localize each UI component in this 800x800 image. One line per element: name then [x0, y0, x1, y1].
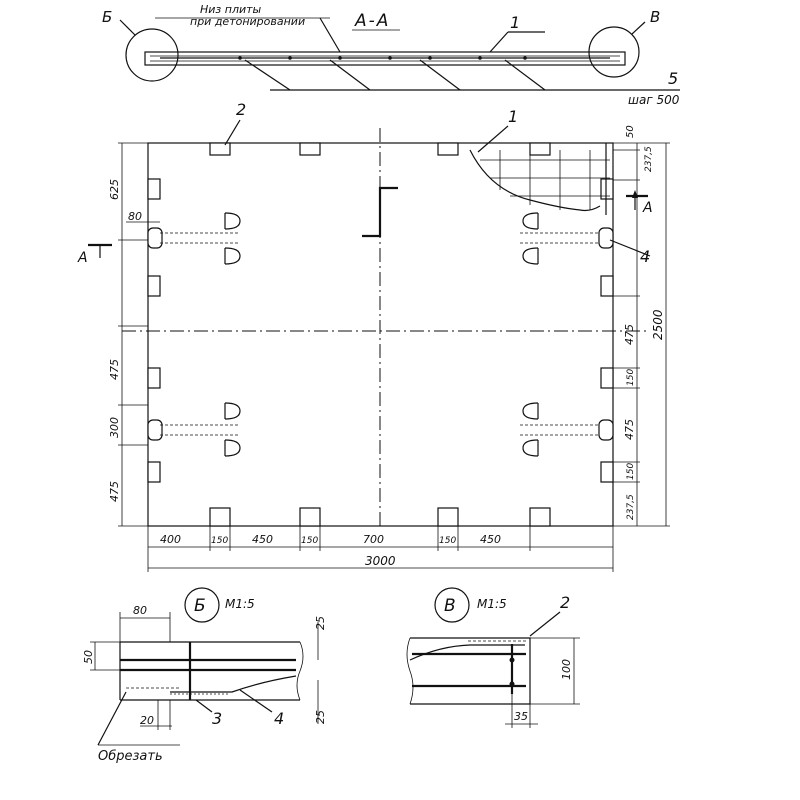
pos5-leaders: [244, 59, 680, 91]
dim-left-300: 300: [108, 417, 121, 438]
dim-right-150a: 150: [626, 369, 636, 386]
top-pockets: [209, 142, 551, 156]
detail-b-scale: М1:5: [225, 597, 255, 611]
loop-top-right: [520, 212, 614, 265]
cut-label-right: А: [642, 200, 653, 216]
detail-v-label: В: [444, 596, 456, 616]
plan-pos-4: 4: [640, 247, 650, 266]
section-pos-5: 5: [668, 69, 678, 88]
dim-overall-height: 2500: [651, 309, 665, 340]
section-cut-line: [362, 186, 398, 238]
mesh-breakout: [469, 143, 610, 215]
detail-v-pos-2: 2: [560, 593, 570, 612]
dim-right-2375a: 237,5: [644, 146, 654, 172]
section-pos-1: 1: [510, 13, 520, 32]
callout-v-label: В: [650, 8, 660, 26]
dim-left-475a: 475: [108, 359, 121, 380]
right-dimensions: 50 237,5 475 150 475 150 237,5 2500: [613, 125, 670, 527]
dim-bottom-700: 700: [363, 533, 384, 546]
section-title: А-А: [354, 11, 390, 31]
detail-v-scale: М1:5: [477, 597, 507, 611]
section-step: шаг 500: [628, 93, 680, 107]
right-pockets: [600, 178, 614, 483]
dim-bottom-150b: 150: [301, 536, 318, 546]
detail-b-dim-50: 50: [82, 650, 95, 664]
dim-right-150b: 150: [626, 463, 636, 480]
callout-circle-b: [125, 28, 179, 82]
detail-v-dim-100: 100: [560, 659, 573, 680]
detail-b-note: Обрезать: [98, 749, 163, 764]
section-a-a: Б В Низ плиты при детонировании А-А 1 5 …: [102, 3, 680, 107]
dim-left-625: 625: [108, 179, 121, 200]
callout-b-label: Б: [102, 8, 112, 26]
dim-bottom-150c: 150: [439, 536, 456, 546]
dim-left-475b: 475: [108, 481, 121, 502]
section-note-line1: Низ плиты: [200, 3, 262, 16]
loop-bottom-right: [520, 402, 614, 457]
plan-pos-2: 2: [236, 100, 246, 119]
section-note-line2: при детонировании: [190, 15, 305, 28]
detail-b-dim-80: 80: [133, 604, 147, 617]
detail-v: В М1:5 2 100 35: [406, 587, 580, 728]
dim-bottom-450b: 450: [480, 533, 501, 546]
dim-right-50: 50: [625, 125, 636, 138]
dim-bottom-400: 400: [160, 533, 181, 546]
plan-view: 2 1 4 А А 625 80 475 300 475: [77, 100, 670, 572]
detail-b-dim-25-bottom: 25: [314, 710, 327, 724]
bottom-pockets: [209, 507, 551, 527]
detail-b-label: Б: [194, 596, 206, 616]
detail-v-dim-35: 35: [514, 710, 528, 723]
dim-right-2375b: 237,5: [626, 494, 636, 520]
dim-left-80: 80: [128, 210, 142, 223]
left-pockets: [147, 178, 161, 483]
dim-right-475b: 475: [623, 419, 636, 440]
detail-b-dim-25-top: 25: [314, 616, 327, 630]
left-dimensions: 625 80 475 300 475: [108, 142, 160, 527]
cut-label-left: А: [77, 250, 88, 266]
bottom-dimensions: 400 150 450 150 700 150 450 3000: [147, 526, 614, 572]
dim-bottom-150a: 150: [211, 536, 228, 546]
dim-bottom-450a: 450: [252, 533, 273, 546]
loop-bottom-left: [147, 402, 241, 457]
dim-overall-width: 3000: [365, 554, 396, 568]
plan-pos-1: 1: [508, 107, 518, 126]
detail-b-pos-3: 3: [212, 709, 222, 728]
detail-b: Б М1:5 80 50 25 25 20 3 4 Обрезать: [82, 587, 327, 764]
dim-right-475a: 475: [623, 324, 636, 345]
callout-circle-v: [588, 26, 640, 78]
detail-b-dim-20: 20: [140, 714, 154, 727]
loop-top-left: [147, 212, 241, 265]
section-rebar: [160, 56, 610, 60]
detail-b-pos-4: 4: [274, 709, 284, 728]
